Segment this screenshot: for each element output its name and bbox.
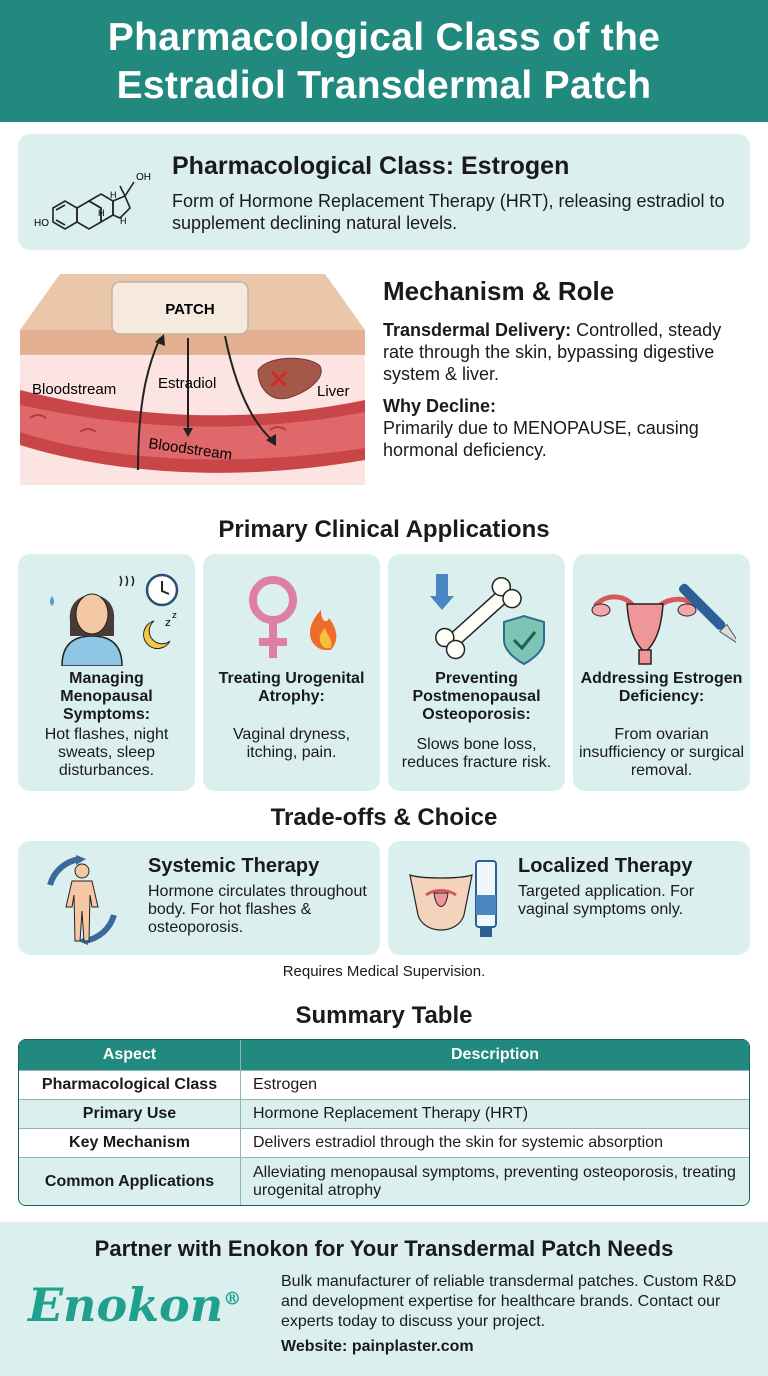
class-description: Form of Hormone Replacement Therapy (HRT… (172, 191, 725, 233)
table-row: Pharmacological Class Estrogen (19, 1070, 749, 1099)
systemic-therapy-card: Systemic Therapy Hormone circulates thro… (18, 841, 380, 955)
supervision-note: Requires Medical Supervision. (282, 963, 486, 980)
application-title: Preventing Postmenopausal Osteoporosis: (412, 670, 541, 723)
uterus-scalpel-icon (591, 583, 736, 665)
summary-table: Aspect Description Pharmacological Class… (18, 1039, 750, 1206)
class-title: Pharmacological Class: Estrogen (172, 152, 570, 180)
svg-text:z: z (172, 611, 177, 621)
svg-text:H: H (110, 190, 117, 200)
svg-text:H: H (98, 208, 105, 218)
systemic-therapy-title: Systemic Therapy (148, 855, 320, 877)
class-card: OH HO H H H Pharmacological Class: Estro… (18, 134, 750, 250)
table-cell: Hormone Replacement Therapy (HRT) (241, 1099, 749, 1128)
steroid-structure-icon: OH HO H H H (34, 172, 151, 230)
summary-title: Summary Table (295, 1002, 473, 1029)
table-cell: Alleviating menopausal symptoms, prevent… (241, 1157, 749, 1205)
svg-text:Estradiol: Estradiol (158, 375, 216, 392)
table-cell: Pharmacological Class (19, 1070, 241, 1099)
table-row: Common Applications Alleviating menopaus… (19, 1157, 749, 1205)
svg-text:OH: OH (136, 172, 151, 183)
application-description: Slows bone loss, reduces fracture risk. (401, 736, 552, 771)
body-circulation-icon (47, 855, 117, 945)
systemic-therapy-description: Hormone circulates throughout body. For … (148, 883, 367, 936)
svg-text:HO: HO (34, 218, 49, 229)
table-cell: Common Applications (19, 1157, 241, 1205)
footer-description: Bulk manufacturer of reliable transderma… (281, 1273, 737, 1330)
website-link[interactable]: Website: painplaster.com (281, 1338, 474, 1355)
svg-text:z: z (165, 616, 171, 629)
mechanism-section: Mechanism & Role Transdermal Delivery: C… (383, 276, 753, 471)
application-title: Managing Menopausal Symptoms: (60, 670, 153, 723)
page-header: Pharmacological Class of the Estradiol T… (0, 0, 768, 122)
table-header: Description (241, 1040, 749, 1070)
mechanism-title: Mechanism & Role (383, 276, 615, 306)
enokon-logo[interactable]: Enokon® (28, 1278, 242, 1332)
application-description: From ovarian insufficiency or surgical r… (578, 726, 745, 779)
application-description: Vaginal dryness, itching, pain. (232, 726, 351, 761)
localized-therapy-description: Targeted application. For vaginal sympto… (518, 883, 695, 918)
application-title: Addressing Estrogen Deficiency: (580, 670, 743, 705)
svg-text:Bloodstream: Bloodstream (32, 381, 116, 398)
woman-hot-flash-icon: z z (50, 573, 179, 666)
table-header-row: Aspect Description (19, 1040, 749, 1070)
table-cell: Key Mechanism (19, 1128, 241, 1157)
bone-shield-icon (430, 574, 545, 666)
application-card-menopausal: z z Managing Menopausal Symptoms: Hot fl… (18, 554, 195, 791)
application-card-deficiency: Addressing Estrogen Deficiency: From ova… (573, 554, 750, 791)
svg-text:PATCH: PATCH (165, 301, 214, 318)
table-header: Aspect (19, 1040, 241, 1070)
female-symbol-flame-icon (249, 576, 337, 658)
localized-therapy-card: Localized Therapy Targeted application. … (388, 841, 750, 955)
svg-text:H: H (120, 216, 127, 226)
footer: Partner with Enokon for Your Transdermal… (0, 1222, 768, 1376)
page-title: Pharmacological Class of the Estradiol T… (107, 16, 661, 107)
pelvis-cream-icon (409, 860, 497, 937)
table-cell: Estrogen (241, 1070, 749, 1099)
table-row: Primary Use Hormone Replacement Therapy … (19, 1099, 749, 1128)
application-card-urogenital: Treating Urogenital Atrophy: Vaginal dry… (203, 554, 380, 791)
application-title: Treating Urogenital Atrophy: (218, 670, 365, 705)
table-cell: Primary Use (19, 1099, 241, 1128)
application-description: Hot flashes, night sweats, sleep disturb… (44, 726, 169, 779)
patch-shape: PATCH (111, 281, 249, 335)
footer-title: Partner with Enokon for Your Transdermal… (94, 1236, 674, 1261)
svg-text:Liver: Liver (317, 383, 350, 400)
decline-text: Why Decline:Primarily due to MENOPAUSE, … (383, 396, 699, 460)
localized-therapy-title: Localized Therapy (518, 855, 693, 877)
skin-patch-diagram: PATCH Bloodstream Estradiol Liver Bloods… (20, 274, 365, 485)
table-cell: Delivers estradiol through the skin for … (241, 1128, 749, 1157)
table-row: Key Mechanism Delivers estradiol through… (19, 1128, 749, 1157)
delivery-text: Transdermal Delivery: Controlled, steady… (383, 320, 722, 384)
applications-title: Primary Clinical Applications (218, 516, 550, 543)
tradeoffs-title: Trade-offs & Choice (270, 804, 498, 831)
application-card-osteoporosis: Preventing Postmenopausal Osteoporosis: … (388, 554, 565, 791)
